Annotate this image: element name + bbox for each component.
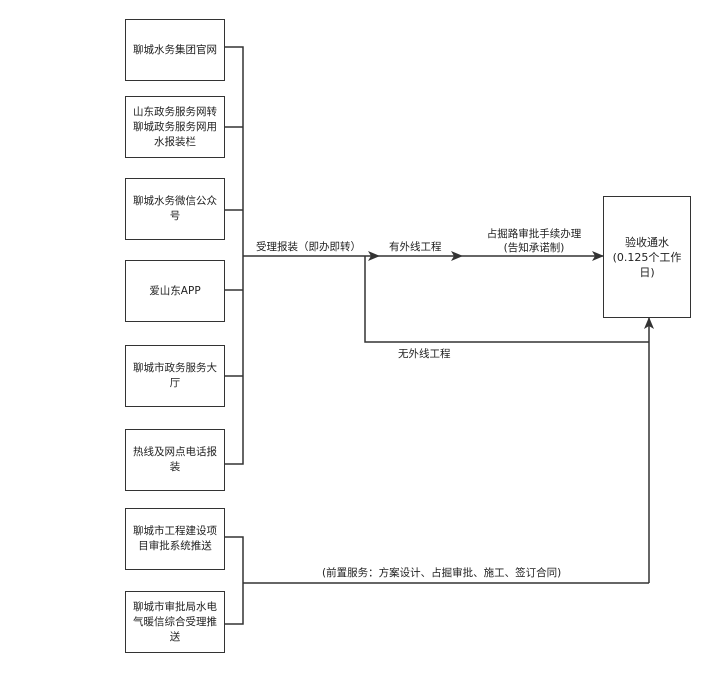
- pre-source-bracket: [225, 536, 244, 625]
- source-box-5: 聊城市政务服务大厅: [125, 345, 225, 407]
- no-external-label: 无外线工程: [398, 348, 451, 360]
- external-label: 有外线工程: [389, 241, 442, 253]
- accept-label: 受理报装（即办即转）: [256, 241, 361, 253]
- source-box-3: 聊城水务微信公众号: [125, 178, 225, 240]
- pre-source-box-1: 聊城市工程建设项目审批系统推送: [125, 508, 225, 570]
- source-box-4: 爱山东APP: [125, 260, 225, 322]
- pre-source-box-2: 聊城市审批局水电气暖信综合受理推送: [125, 591, 225, 653]
- source-bracket: [225, 46, 244, 465]
- permit-label-2: (告知承诺制): [503, 242, 565, 254]
- no-external-connector: [364, 256, 649, 343]
- source-box-1: 聊城水务集团官网: [125, 19, 225, 81]
- final-box: 验收通水(0.125个工作日): [603, 196, 691, 318]
- source-box-2: 山东政务服务网转聊城政务服务网用水报装栏: [125, 96, 225, 158]
- permit-label-1: 占掘路审批手续办理: [486, 228, 582, 240]
- source-box-6: 热线及网点电话报装: [125, 429, 225, 491]
- pre-service-label: (前置服务：方案设计、占掘审批、施工、签订合同): [322, 567, 562, 579]
